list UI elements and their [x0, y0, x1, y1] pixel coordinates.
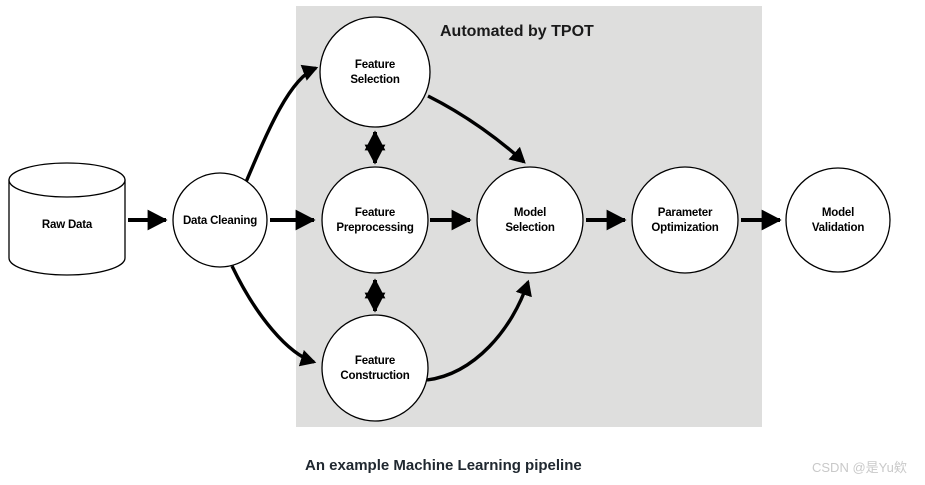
feature-construction-label-line1: Feature: [355, 355, 395, 367]
node-model-selection[interactable]: Model Selection: [476, 166, 584, 274]
data-cleaning-circle: [172, 172, 268, 268]
node-feature-construction[interactable]: Feature Construction: [321, 314, 429, 422]
model-validation-label-line1: Model: [822, 207, 854, 219]
node-parameter-optimization[interactable]: Parameter Optimization: [631, 166, 739, 274]
feature-construction-circle: [321, 314, 429, 422]
csdn-watermark: CSDN @是Yu欸: [812, 460, 907, 475]
node-feature-preprocessing[interactable]: Feature Preprocessing: [321, 166, 429, 274]
feature-selection-circle: [319, 16, 431, 128]
node-data-cleaning[interactable]: Data Cleaning: [172, 172, 268, 268]
parameter-optimization-circle: [631, 166, 739, 274]
model-selection-label-line1: Model: [514, 207, 546, 219]
model-validation-label-line2: Validation: [812, 222, 864, 234]
edge-datacleaning-to-featureconstruction: [230, 265, 317, 367]
edge-featureconstruction-to-modelselection: [426, 279, 532, 382]
model-selection-circle: [476, 166, 584, 274]
model-selection-label-line2: Selection: [505, 222, 555, 234]
automated-region-title: Automated by TPOT: [440, 23, 594, 40]
raw-data-cylinder-top: [8, 162, 126, 198]
node-raw-data[interactable]: Raw Data: [8, 162, 126, 276]
parameter-optimization-label-line2: Optimization: [651, 222, 718, 234]
feature-preprocessing-circle: [321, 166, 429, 274]
data-cleaning-label: Data Cleaning: [183, 215, 257, 227]
feature-preprocessing-label-line2: Preprocessing: [336, 222, 413, 234]
edge-featureselection-to-modelselection: [427, 94, 526, 164]
raw-data-cylinder-body: [8, 179, 126, 276]
parameter-optimization-label-line1: Parameter: [658, 207, 713, 219]
model-validation-circle: [785, 167, 891, 273]
node-feature-selection[interactable]: Feature Selection: [319, 16, 431, 128]
feature-construction-label-line2: Construction: [340, 370, 409, 382]
diagram-caption: An example Machine Learning pipeline: [305, 457, 582, 474]
feature-selection-label-line2: Selection: [350, 74, 400, 86]
feature-preprocessing-label-line1: Feature: [355, 207, 395, 219]
raw-data-label: Raw Data: [42, 219, 93, 231]
edge-datacleaning-to-featureselection: [244, 64, 319, 183]
feature-selection-label-line1: Feature: [355, 59, 395, 71]
node-model-validation[interactable]: Model Validation: [785, 167, 891, 273]
